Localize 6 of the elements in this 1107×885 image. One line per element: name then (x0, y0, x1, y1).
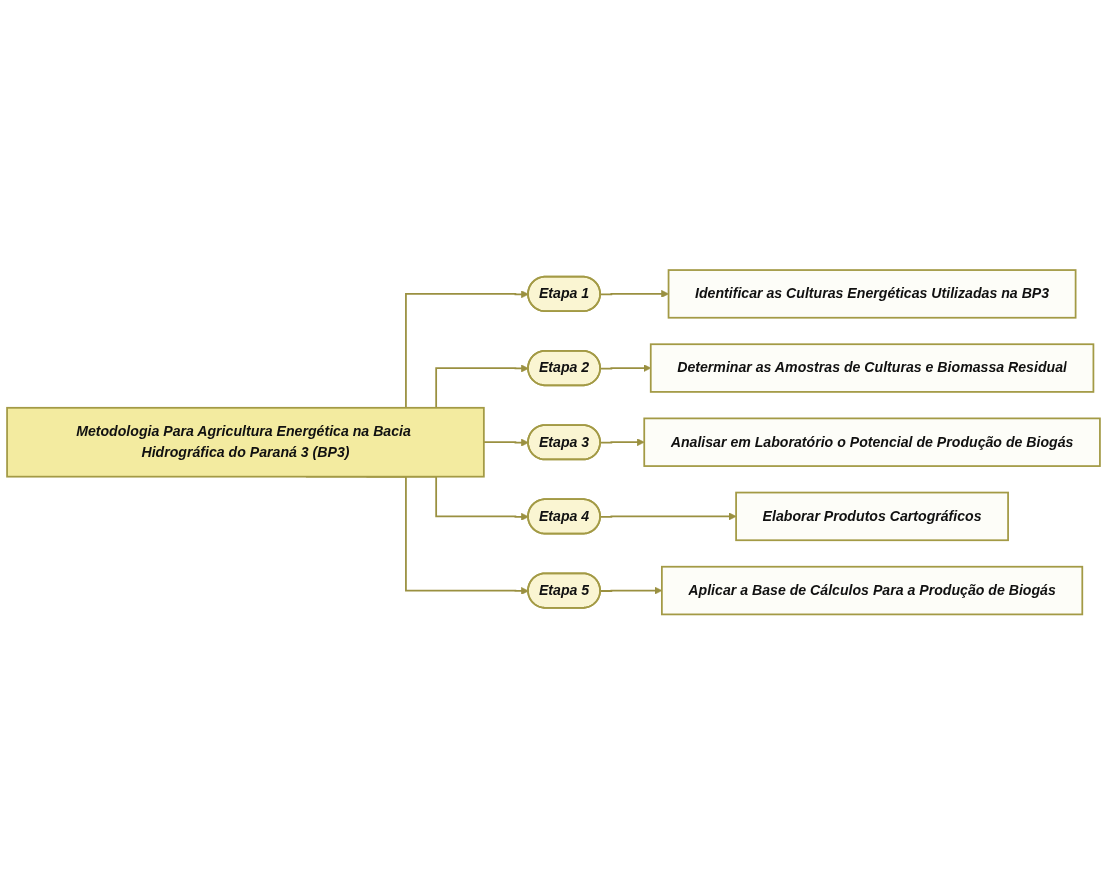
node-box: Aplicar a Base de Cálculos Para a Produção de Biogás (661, 566, 1084, 616)
node-box: Analisar em Laboratório o Potencial de Produção de Biogás (643, 417, 1101, 468)
node-box: Elaborar Produtos Cartográficos (735, 491, 1009, 542)
node-box: Identificar as Culturas Energéticas Utilizadas na BP3 (667, 269, 1077, 319)
node-box: Determinar as Amostras de Culturas e Biomassa Residual (649, 343, 1095, 394)
node-box: Metodologia Para Agricultura Energética na Bacia Hidrográfica do Paraná 3 (BP3) (6, 407, 485, 478)
